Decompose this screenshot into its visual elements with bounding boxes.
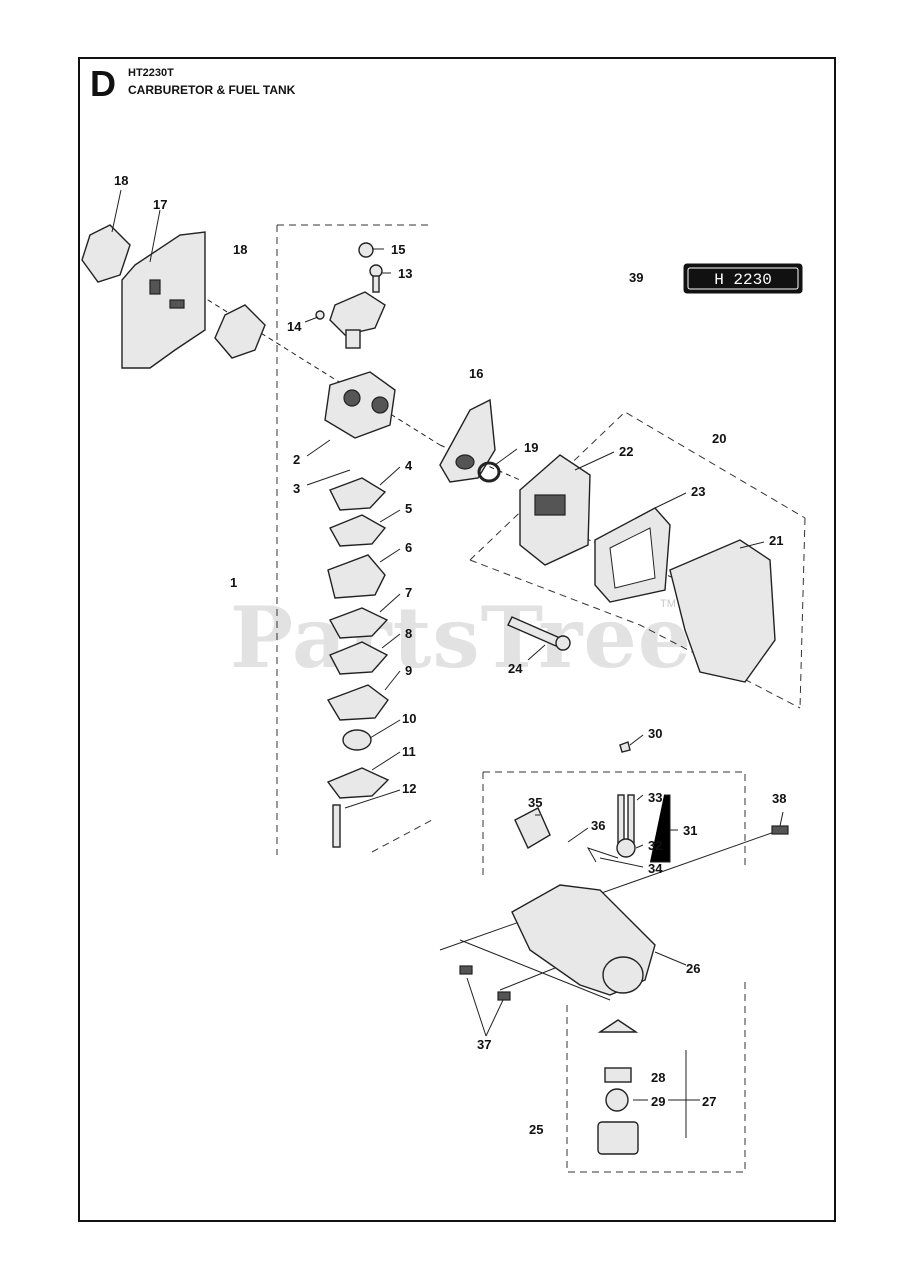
callout-34: 34 bbox=[648, 861, 663, 876]
model-code: HT2230T bbox=[128, 67, 174, 79]
section-title: CARBURETOR & FUEL TANK bbox=[128, 83, 296, 97]
callout-14: 14 bbox=[287, 319, 302, 334]
callout-30: 30 bbox=[648, 726, 662, 741]
callout-17: 17 bbox=[153, 197, 167, 212]
callout-18: 18 bbox=[233, 242, 247, 257]
callout-7: 7 bbox=[405, 585, 412, 600]
callout-5: 5 bbox=[405, 501, 412, 516]
carburetor-body-2 bbox=[324, 371, 396, 439]
gasket-18-right bbox=[214, 304, 266, 359]
watermark: PartsTree bbox=[230, 588, 693, 687]
callout-6: 6 bbox=[405, 540, 412, 555]
callout-31: 31 bbox=[683, 823, 697, 838]
callout-38: 38 bbox=[772, 791, 786, 806]
diagram-frame bbox=[78, 57, 836, 1222]
callout-29: 29 bbox=[651, 1094, 665, 1109]
fuel-cap-group-boundary bbox=[566, 980, 746, 1173]
grommet-38 bbox=[771, 825, 789, 835]
fuel-filter-35 bbox=[514, 807, 551, 849]
air-filter-23 bbox=[594, 507, 671, 603]
callout-22: 22 bbox=[619, 444, 633, 459]
callout-15: 15 bbox=[391, 242, 405, 257]
callout-33: 33 bbox=[648, 790, 662, 805]
screw-15 bbox=[358, 242, 374, 258]
fuel-line-31 bbox=[586, 794, 636, 863]
callout-23: 23 bbox=[691, 484, 705, 499]
callout-19: 19 bbox=[524, 440, 538, 455]
callout-9: 9 bbox=[405, 663, 412, 678]
fuel-line-group-boundary bbox=[482, 771, 746, 880]
bolt-24 bbox=[507, 616, 571, 651]
diaphragm-parts-stack bbox=[326, 477, 390, 848]
section-letter: D bbox=[90, 63, 116, 104]
callout-37: 37 bbox=[477, 1037, 491, 1052]
callout-8: 8 bbox=[405, 626, 412, 641]
callout-2: 2 bbox=[293, 452, 300, 467]
air-filter-housing-22 bbox=[519, 454, 591, 566]
callout-18: 18 bbox=[114, 173, 128, 188]
o-ring-19 bbox=[477, 461, 501, 483]
fuel-cap-parts bbox=[597, 1019, 639, 1155]
callout-21: 21 bbox=[769, 533, 783, 548]
bracket-16 bbox=[439, 398, 496, 483]
callout-labels: 18 17 18 15 13 14 39 16 20 19 22 2 3 4 2… bbox=[114, 173, 786, 1137]
callout-26: 26 bbox=[686, 961, 700, 976]
leader-lines bbox=[111, 189, 784, 1138]
callout-25: 25 bbox=[529, 1122, 543, 1137]
screw-13 bbox=[369, 264, 383, 293]
filter-cover-21 bbox=[669, 539, 776, 683]
callout-28: 28 bbox=[651, 1070, 665, 1085]
callout-36: 36 bbox=[591, 818, 605, 833]
callout-1: 1 bbox=[230, 575, 237, 590]
grommet-37-upper bbox=[459, 965, 473, 975]
decal-text: H 2230 bbox=[714, 271, 772, 289]
callout-24: 24 bbox=[508, 661, 523, 676]
callout-12: 12 bbox=[402, 781, 416, 796]
decal-39: H 2230 bbox=[683, 263, 803, 294]
grommet-37-lower bbox=[497, 991, 511, 1001]
fuel-tank-26 bbox=[511, 884, 656, 996]
callout-20: 20 bbox=[712, 431, 726, 446]
callout-4: 4 bbox=[405, 458, 413, 473]
callout-11: 11 bbox=[402, 744, 416, 759]
callout-39: 39 bbox=[629, 270, 643, 285]
spacer-plate-17 bbox=[121, 231, 206, 369]
carburetor-group-boundary bbox=[276, 224, 433, 855]
watermark-trademark: TM bbox=[660, 598, 676, 610]
callout-35: 35 bbox=[528, 795, 542, 810]
callout-3: 3 bbox=[293, 481, 300, 496]
callout-16: 16 bbox=[469, 366, 483, 381]
throttle-lever-assembly bbox=[329, 291, 386, 349]
nut-30 bbox=[619, 741, 631, 753]
callout-32: 32 bbox=[648, 838, 662, 853]
callout-27: 27 bbox=[702, 1094, 716, 1109]
callout-13: 13 bbox=[398, 266, 412, 281]
gasket-18-left bbox=[81, 224, 131, 283]
callout-10: 10 bbox=[402, 711, 416, 726]
